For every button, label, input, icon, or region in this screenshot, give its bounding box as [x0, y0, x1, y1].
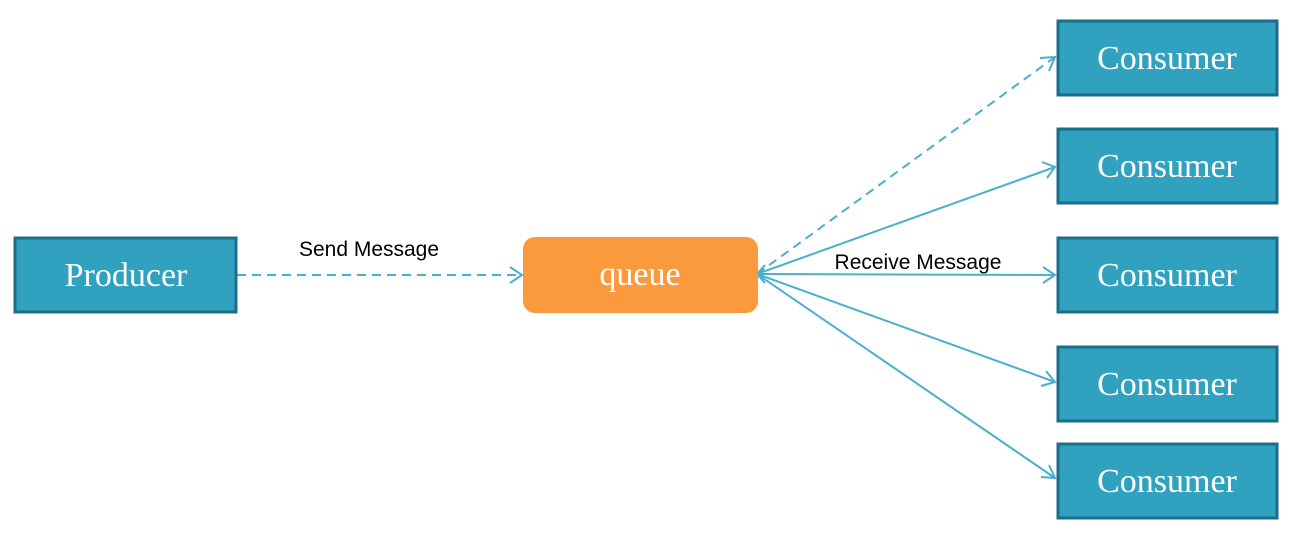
producer-label: Producer [65, 257, 188, 294]
receive-message-label: Receive Message [835, 251, 1002, 274]
consumer-box [1056, 127, 1279, 205]
receive-arrowhead-icon-1 [1039, 55, 1057, 72]
producer-node[interactable]: Producer [13, 236, 238, 314]
receive-arrowhead-icon-5 [1040, 464, 1057, 480]
consumer-box [1056, 236, 1279, 314]
consumer-node-1[interactable]: Consumer [1056, 19, 1279, 97]
send-message-label: Send Message [299, 238, 439, 261]
consumer-label: Consumer [1097, 463, 1237, 500]
receive-arrow-line-2 [756, 166, 1056, 275]
consumer-label: Consumer [1097, 366, 1237, 403]
producer-box [13, 236, 238, 314]
consumer-node-4[interactable]: Consumer [1056, 345, 1279, 423]
receive-arrowhead-icon-3 [1042, 266, 1057, 284]
consumer-box [1056, 442, 1279, 520]
receive-arrowhead-icon-2 [1041, 161, 1057, 179]
edges-group [237, 55, 1057, 480]
receive-arrowhead-icon-4 [1040, 370, 1057, 387]
send-arrowhead-icon [509, 266, 524, 284]
consumer-node-2[interactable]: Consumer [1056, 127, 1279, 205]
consumer-label: Consumer [1097, 148, 1237, 185]
consumer-box [1056, 345, 1279, 423]
consumer-node-5[interactable]: Consumer [1056, 442, 1279, 520]
queue-node[interactable]: queue [523, 237, 758, 313]
queue-label: queue [599, 256, 680, 293]
queue-box [523, 237, 758, 313]
consumer-label: Consumer [1097, 40, 1237, 77]
consumer-label: Consumer [1097, 257, 1237, 294]
consumer-box [1056, 19, 1279, 97]
receive-arrow-line-3 [756, 273, 1056, 276]
receive-arrow-line-1 [756, 56, 1056, 275]
receive-arrow-line-4 [756, 273, 1056, 383]
receive-arrow-line-5 [756, 273, 1056, 479]
consumer-node-3[interactable]: Consumer [1056, 236, 1279, 314]
